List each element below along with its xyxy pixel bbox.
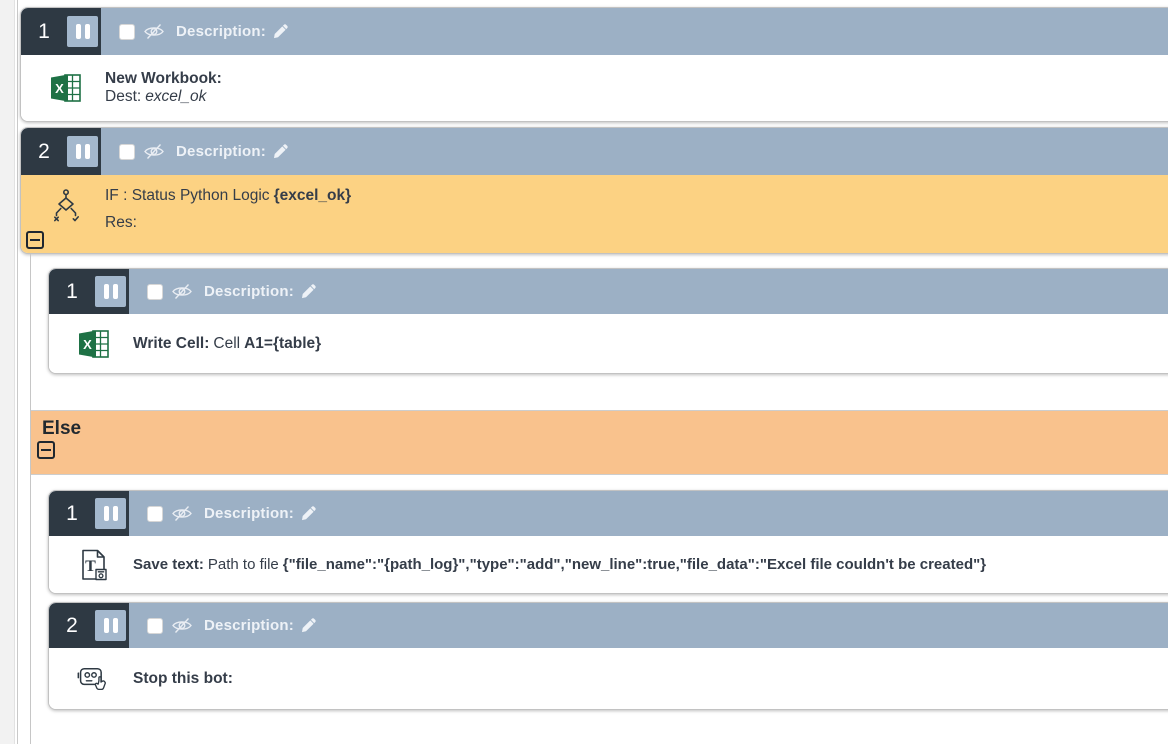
- select-checkbox[interactable]: [119, 143, 135, 160]
- pause-icon: [75, 24, 81, 39]
- result-label: Res:: [105, 214, 137, 231]
- step-summary: IF : Status Python Logic{excel_ok} Res:: [105, 187, 351, 232]
- block-header[interactable]: 1 Description:: [49, 491, 1168, 536]
- pause-button[interactable]: [67, 136, 98, 167]
- svg-text:X: X: [83, 337, 92, 352]
- step-block-if-condition: 2 Description:: [20, 127, 1168, 254]
- if-title: IF : Status Python Logic: [105, 187, 270, 204]
- pause-button[interactable]: [95, 498, 126, 529]
- tree-guide-line: [17, 0, 18, 744]
- pause-icon: [84, 24, 90, 39]
- description-label: Description:: [176, 23, 266, 40]
- pause-icon: [112, 618, 118, 633]
- step-body-stop-bot[interactable]: Stop this bot:: [49, 648, 1168, 709]
- svg-text:X: X: [55, 81, 64, 96]
- step-summary: Save text:Path to file{"file_name":"{pat…: [133, 556, 986, 573]
- action-value: A1={table}: [244, 334, 322, 352]
- else-section-bar: Else: [31, 410, 1168, 475]
- action-value: {"file_name":"{path_log}","type":"add","…: [282, 556, 987, 573]
- action-title: New Workbook:: [105, 70, 222, 87]
- dest-value: excel_ok: [145, 88, 207, 105]
- step-number: 2: [38, 139, 50, 163]
- step-summary: New Workbook: Dest:excel_ok: [105, 70, 222, 106]
- step-block-write-cell: 1 Description:: [48, 268, 1168, 374]
- pause-icon: [103, 618, 109, 633]
- step-number: 2: [66, 613, 78, 637]
- pause-icon: [103, 284, 109, 299]
- action-mid: Cell: [213, 334, 241, 352]
- block-header[interactable]: 1 Description:: [21, 8, 1168, 55]
- step-number-box: 2: [21, 128, 101, 175]
- pause-button[interactable]: [95, 276, 126, 307]
- step-number-box: 1: [49, 491, 129, 536]
- step-block-new-workbook: 1 Description:: [20, 7, 1168, 122]
- dest-label: Dest:: [105, 88, 142, 105]
- decision-branch-icon: [49, 189, 83, 223]
- step-number-box: 2: [49, 603, 129, 648]
- edit-description-icon[interactable]: [273, 144, 288, 159]
- step-body-new-workbook[interactable]: X New Workbook: Dest:excel_ok: [21, 55, 1168, 121]
- pause-icon: [75, 144, 81, 159]
- save-text-file-icon: T: [77, 548, 111, 582]
- eye-slash-icon[interactable]: [143, 23, 165, 40]
- step-number: 1: [38, 19, 50, 43]
- step-number: 1: [66, 501, 78, 525]
- description-label: Description:: [204, 283, 294, 300]
- description-label: Description:: [204, 617, 294, 634]
- step-block-save-text: 1 Description:: [48, 490, 1168, 594]
- description-label: Description:: [204, 505, 294, 522]
- step-number: 1: [66, 279, 78, 303]
- select-checkbox[interactable]: [147, 283, 163, 300]
- pause-icon: [84, 144, 90, 159]
- description-label: Description:: [176, 143, 266, 160]
- step-body-if-condition[interactable]: IF : Status Python Logic{excel_ok} Res:: [21, 175, 1168, 253]
- excel-icon: X: [77, 328, 111, 360]
- else-label: Else: [42, 418, 82, 439]
- select-checkbox[interactable]: [147, 617, 163, 634]
- collapse-else-button[interactable]: [37, 441, 55, 459]
- eye-slash-icon[interactable]: [171, 505, 193, 522]
- block-header[interactable]: 1 Description:: [49, 269, 1168, 314]
- edit-description-icon[interactable]: [301, 284, 316, 299]
- step-summary: Stop this bot:: [133, 670, 233, 688]
- action-title: Write Cell:: [133, 334, 210, 352]
- if-variable: {excel_ok}: [273, 187, 352, 204]
- pause-icon: [103, 506, 109, 521]
- select-checkbox[interactable]: [147, 505, 163, 522]
- eye-slash-icon[interactable]: [171, 283, 193, 300]
- if-result-line: Res:: [105, 214, 351, 232]
- edit-description-icon[interactable]: [273, 24, 288, 39]
- edit-description-icon[interactable]: [301, 506, 316, 521]
- action-params: Dest:excel_ok: [105, 88, 222, 106]
- action-title: Save text:: [133, 556, 204, 573]
- robot-hand-icon: [77, 663, 111, 695]
- step-number-box: 1: [21, 8, 101, 55]
- block-header[interactable]: 2 Description:: [49, 603, 1168, 648]
- workflow-canvas: 1 Description:: [20, 7, 1168, 744]
- eye-slash-icon[interactable]: [143, 143, 165, 160]
- if-title-line: IF : Status Python Logic{excel_ok}: [105, 187, 351, 205]
- pause-button[interactable]: [67, 16, 98, 47]
- step-body-save-text[interactable]: T Save text:Path to file{"file_name":"{p…: [49, 536, 1168, 593]
- if-branch-container: 1 Description:: [30, 254, 1168, 744]
- select-checkbox[interactable]: [119, 23, 135, 40]
- collapse-if-button[interactable]: [26, 231, 44, 249]
- svg-text:T: T: [85, 558, 96, 575]
- pause-icon: [112, 506, 118, 521]
- excel-icon: X: [49, 72, 83, 104]
- edit-description-icon[interactable]: [301, 618, 316, 633]
- action-mid: Path to file: [207, 556, 279, 573]
- eye-slash-icon[interactable]: [171, 617, 193, 634]
- step-block-stop-bot: 2 Description:: [48, 602, 1168, 710]
- pause-icon: [112, 284, 118, 299]
- action-title: Stop this bot:: [133, 669, 233, 687]
- pause-button[interactable]: [95, 610, 126, 641]
- left-gutter: [0, 0, 15, 744]
- step-number-box: 1: [49, 269, 129, 314]
- block-header[interactable]: 2 Description:: [21, 128, 1168, 175]
